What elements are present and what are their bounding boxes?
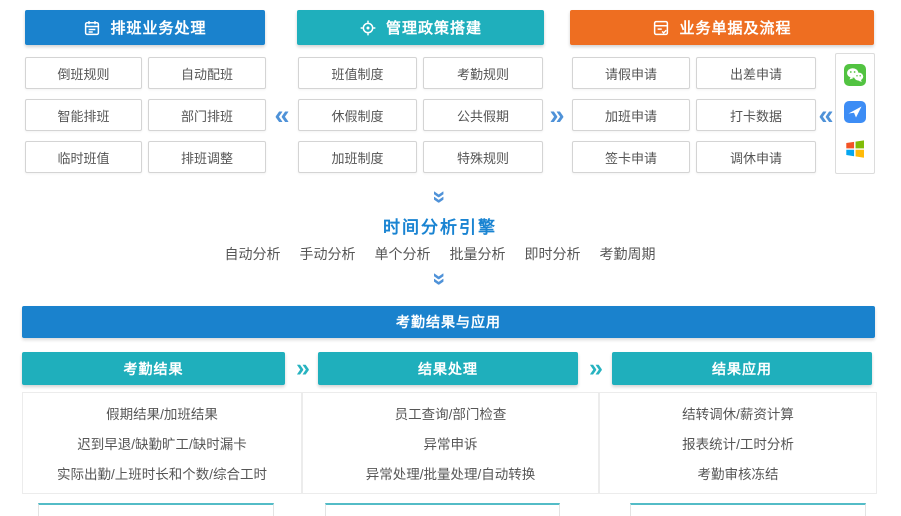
node-box: 签卡申请 [572, 141, 690, 173]
analysis-modes-row: 自动分析 手动分析 单个分析 批量分析 即时分析 考勤周期 [0, 244, 880, 264]
list-item: 结转调休/薪资计算 [682, 407, 794, 422]
calendar-icon [83, 19, 101, 37]
list-item: 考勤审核冻结 [697, 467, 779, 482]
node-box: 特殊规则 [423, 141, 543, 173]
node-box: 部门排班 [148, 99, 266, 131]
chevron-left-icon: « [274, 99, 290, 130]
node-box: 自动配班 [148, 57, 266, 89]
analysis-mode: 单个分析 [374, 246, 431, 262]
chevron-right-icon: » [589, 354, 603, 382]
cutoff-box [325, 503, 560, 516]
node-box: 出差申请 [696, 57, 816, 89]
engine-title: 时间分析引擎 [383, 218, 497, 237]
list-item: 异常申诉 [423, 437, 478, 452]
chevron-right-icon: » [296, 354, 310, 382]
node-box: 智能排班 [25, 99, 142, 131]
group-header-policy: 管理政策搭建 [297, 10, 544, 45]
node-box: 加班制度 [298, 141, 417, 173]
chevron-down-icon: » [426, 272, 454, 286]
group-title: 排班业务处理 [110, 20, 207, 37]
group-title: 业务单据及流程 [679, 20, 792, 37]
group-title: 管理政策搭建 [385, 20, 482, 37]
form-icon [652, 19, 670, 37]
analysis-mode: 考勤周期 [599, 246, 656, 262]
analysis-mode: 批量分析 [449, 246, 506, 262]
chevron-right-icon: » [549, 99, 565, 130]
list-item: 员工查询/部门检查 [394, 407, 507, 422]
gear-icon [359, 19, 377, 37]
list-item: 报表统计/工时分析 [682, 437, 794, 452]
cutoff-box [630, 503, 866, 516]
node-box: 考勤规则 [423, 57, 543, 89]
node-box: 公共假期 [423, 99, 543, 131]
analysis-mode: 手动分析 [299, 246, 356, 262]
business-docs-node-grid: 请假申请 出差申请 加班申请 打卡数据 签卡申请 调休申请 [572, 57, 816, 173]
node-box: 打卡数据 [696, 99, 816, 131]
group-header-business-docs: 业务单据及流程 [570, 10, 874, 45]
node-box: 休假制度 [298, 99, 417, 131]
node-box: 调休申请 [696, 141, 816, 173]
node-box: 倒班规则 [25, 57, 142, 89]
stage-bar-result-processing: 结果处理 [318, 352, 578, 385]
stage-bar-attendance-results: 考勤结果 [22, 352, 285, 385]
chevron-left-icon: « [818, 99, 834, 130]
policy-node-grid: 班值制度 考勤规则 休假制度 公共假期 加班制度 特殊规则 [298, 57, 543, 173]
list-item: 假期结果/加班结果 [106, 407, 218, 422]
group-header-scheduling: 排班业务处理 [25, 10, 265, 45]
list-item: 实际出勤/上班时长和个数/综合工时 [56, 467, 267, 482]
list-item: 异常处理/批量处理/自动转换 [365, 467, 536, 482]
node-box: 临时班值 [25, 141, 142, 173]
stage-bar-result-application: 结果应用 [612, 352, 872, 385]
result-application-list: 结转调休/薪资计算 报表统计/工时分析 考勤审核冻结 [599, 392, 877, 494]
attendance-results-list: 假期结果/加班结果 迟到早退/缺勤旷工/缺时漏卡 实际出勤/上班时长和个数/综合… [22, 392, 302, 494]
dingtalk-icon [843, 100, 867, 129]
results-banner: 考勤结果与应用 [22, 306, 875, 338]
integration-apps-box [835, 53, 875, 174]
node-box: 排班调整 [148, 141, 266, 173]
wechat-icon [843, 63, 867, 92]
scheduling-node-grid: 倒班规则 自动配班 智能排班 部门排班 临时班值 排班调整 [25, 57, 266, 173]
cutoff-box [38, 503, 274, 516]
node-box: 班值制度 [298, 57, 417, 89]
analysis-mode: 自动分析 [224, 246, 281, 262]
windows-icon [844, 138, 866, 165]
node-box: 请假申请 [572, 57, 690, 89]
result-processing-list: 员工查询/部门检查 异常申诉 异常处理/批量处理/自动转换 [302, 392, 599, 494]
analysis-mode: 即时分析 [524, 246, 581, 262]
node-box: 加班申请 [572, 99, 690, 131]
list-item: 迟到早退/缺勤旷工/缺时漏卡 [77, 437, 247, 452]
chevron-down-icon: » [426, 190, 454, 204]
